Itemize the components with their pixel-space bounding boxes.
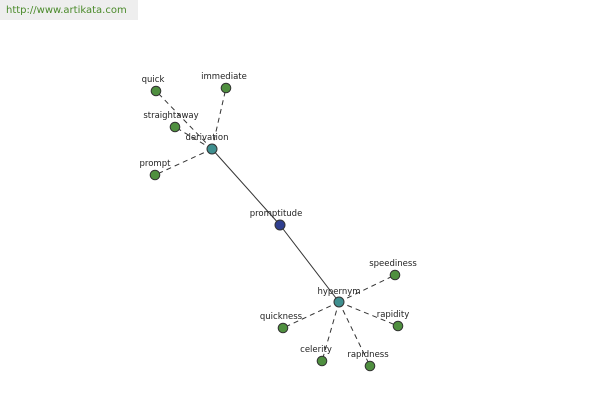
label-quickness: quickness [260, 312, 303, 322]
node-quick[interactable] [150, 85, 162, 97]
label-rapidness: rapidness [347, 350, 389, 360]
node-quickness[interactable] [277, 322, 289, 334]
node-straightaway[interactable] [169, 121, 181, 133]
source-url-text: http://www.artikata.com [6, 5, 127, 16]
node-immediate[interactable] [220, 82, 232, 94]
label-rapidity: rapidity [377, 310, 410, 320]
label-quick: quick [142, 75, 165, 85]
graph-labels: promptitude derivation quick immediate strai… [140, 72, 418, 360]
label-prompt: prompt [140, 159, 172, 169]
label-immediate: immediate [201, 72, 247, 82]
graph-nodes [149, 82, 404, 372]
label-derivation: derivation [185, 133, 228, 143]
edge-hypernym-celerity [321, 301, 340, 362]
node-rapidity[interactable] [392, 320, 404, 332]
edge-derivation-straightaway [174, 126, 213, 150]
node-prompt[interactable] [149, 169, 161, 181]
source-url[interactable]: http://www.artikata.com [0, 0, 138, 20]
node-promptitude[interactable] [274, 219, 286, 231]
node-derivation[interactable] [206, 143, 218, 155]
node-hypernym[interactable] [333, 296, 345, 308]
label-promptitude: promptitude [250, 209, 303, 219]
edge-derivation-prompt [154, 148, 213, 176]
edge-derivation-immediate [211, 87, 227, 150]
edge-hypernym-quickness [282, 301, 340, 329]
edge-hypernym-rapidness [338, 301, 371, 367]
label-straightaway: straightaway [143, 111, 198, 121]
node-celerity[interactable] [316, 355, 328, 367]
graph-edges [154, 87, 399, 367]
label-celerity: celerity [300, 345, 332, 355]
edge-derivation-quick [155, 90, 213, 150]
edge-hypernym-rapidity [338, 301, 399, 327]
edge-promptitude-hypernym [279, 224, 340, 303]
edge-hypernym-speediness [338, 274, 396, 303]
label-hypernym: hypernym [317, 287, 360, 297]
node-speediness[interactable] [389, 269, 401, 281]
label-speediness: speediness [369, 259, 417, 269]
node-rapidness[interactable] [364, 360, 376, 372]
edge-promptitude-derivation [211, 148, 281, 226]
